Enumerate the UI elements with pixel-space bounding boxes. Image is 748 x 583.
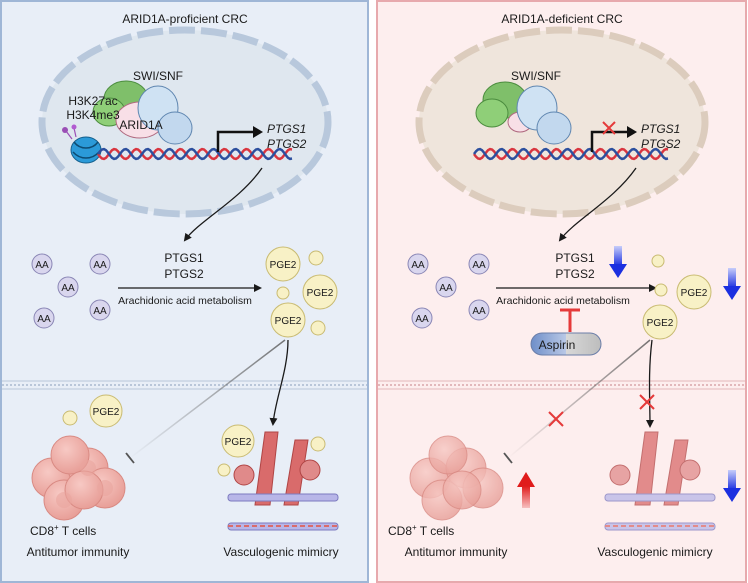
svg-text:AA: AA <box>411 260 425 271</box>
left-cd8-label: CD8+ T cells <box>30 523 96 538</box>
right-inhibition-bar <box>503 452 513 464</box>
right-gene-1: PTGS1 <box>641 122 680 136</box>
svg-text:AA: AA <box>37 314 51 325</box>
left-pge2-cluster: PGE2 PGE2 PGE2 <box>265 246 338 338</box>
pge2-down-arrow-icon <box>723 268 741 300</box>
right-blocked-vm-icon <box>639 394 655 410</box>
left-tcell-cluster <box>31 435 126 521</box>
svg-text:AA: AA <box>35 260 49 271</box>
left-aa-molecules: AA AA AA AA AA <box>31 253 111 329</box>
histone-mark-2: H3K4me3 <box>66 108 120 122</box>
svg-text:PGE2: PGE2 <box>275 316 302 327</box>
left-inhibition-bar <box>125 452 135 464</box>
svg-text:AA: AA <box>415 314 429 325</box>
right-title: ARID1A-deficient CRC <box>501 12 623 26</box>
aa-molecule: AA <box>435 276 457 298</box>
aa-molecule: AA <box>407 253 429 275</box>
left-membrane <box>2 380 367 390</box>
right-enzyme-2: PTGS2 <box>555 267 595 281</box>
left-outcome-1: Antitumor immunity <box>27 545 130 559</box>
right-swisnf-complex <box>475 81 572 145</box>
right-vm-structure <box>604 431 716 531</box>
right-aa-molecules: AA AA AA AA AA <box>407 253 490 329</box>
right-outcome-2: Vasculogenic mimicry <box>597 545 712 559</box>
left-expression-arrow <box>183 167 263 242</box>
aspirin-label: Aspirin <box>539 338 576 352</box>
right-vm-arrow <box>645 339 654 428</box>
right-promoter-arrow-head <box>627 126 637 138</box>
svg-text:AA: AA <box>93 306 107 317</box>
left-pathway-label: Arachidonic acid metabolism <box>118 295 252 307</box>
left-enzyme-2: PTGS2 <box>164 267 204 281</box>
aa-molecule: AA <box>411 307 433 329</box>
histone-mark-1: H3K27ac <box>68 94 117 108</box>
svg-text:PGE2: PGE2 <box>270 260 297 271</box>
left-arid1a-label: ARID1A <box>119 118 162 132</box>
right-membrane <box>378 380 745 390</box>
svg-text:AA: AA <box>472 260 486 271</box>
immunity-up-arrow-icon <box>517 472 535 508</box>
left-vm-structure <box>227 431 339 531</box>
svg-text:PGE2: PGE2 <box>681 288 708 299</box>
left-title: ARID1A-proficient CRC <box>122 12 248 26</box>
aa-molecule: AA <box>468 253 490 275</box>
left-gene-2: PTGS2 <box>267 137 307 151</box>
right-transcription-blocked-icon <box>602 121 616 135</box>
left-vm-arrow <box>269 339 289 426</box>
right-pathway-label: Arachidonic acid metabolism <box>496 295 630 307</box>
aa-molecule: AA <box>89 253 111 275</box>
aa-molecule: AA <box>33 307 55 329</box>
right-cd8-label: CD8+ T cells <box>388 523 454 538</box>
left-panel: ARID1A-proficient CRC SWI/SNF ARID1A H3K… <box>0 0 369 583</box>
right-tcell-cluster <box>409 435 504 521</box>
right-blocked-inhibition-icon <box>548 411 564 427</box>
enzyme-down-arrow-icon <box>609 246 627 278</box>
left-pge2-free: PGE2 PGE2 <box>62 394 326 477</box>
svg-text:PGE2: PGE2 <box>225 437 252 448</box>
svg-text:AA: AA <box>61 283 75 294</box>
left-outcome-2: Vasculogenic mimicry <box>223 545 338 559</box>
left-promoter-arrow-head <box>253 126 263 138</box>
left-swisnf-label: SWI/SNF <box>133 69 183 83</box>
vm-down-arrow-icon <box>723 470 741 502</box>
right-pge2-cluster: PGE2 PGE2 <box>642 254 712 340</box>
left-gene-1: PTGS1 <box>267 122 306 136</box>
right-inhibition-line <box>507 339 651 459</box>
svg-text:AA: AA <box>472 306 486 317</box>
right-promoter-arrow <box>590 130 629 152</box>
left-promoter-arrow <box>216 130 255 152</box>
svg-text:AA: AA <box>93 260 107 271</box>
svg-text:PGE2: PGE2 <box>307 288 334 299</box>
left-dna-helix <box>96 147 293 161</box>
right-swisnf-label: SWI/SNF <box>511 69 561 83</box>
right-outcome-1: Antitumor immunity <box>405 545 508 559</box>
svg-text:AA: AA <box>439 283 453 294</box>
left-inhibition-line <box>129 339 286 459</box>
svg-text:PGE2: PGE2 <box>93 407 120 418</box>
aspirin-pill-icon <box>530 332 602 356</box>
aa-molecule: AA <box>57 276 79 298</box>
nucleosome-icon <box>62 124 102 164</box>
aa-molecule: AA <box>89 299 111 321</box>
aa-molecule: AA <box>31 253 53 275</box>
right-expression-arrow <box>558 167 637 242</box>
right-enzyme-1: PTGS1 <box>555 251 595 265</box>
aspirin-inhibition <box>560 308 580 332</box>
svg-text:PGE2: PGE2 <box>647 318 674 329</box>
right-dna-helix <box>472 147 669 161</box>
aa-molecule: AA <box>468 299 490 321</box>
right-gene-2: PTGS2 <box>641 137 681 151</box>
right-panel: ARID1A-deficient CRC SWI/SNF PTGS1 PTGS2… <box>376 0 747 583</box>
left-enzyme-1: PTGS1 <box>164 251 204 265</box>
left-swisnf-complex <box>92 80 193 145</box>
